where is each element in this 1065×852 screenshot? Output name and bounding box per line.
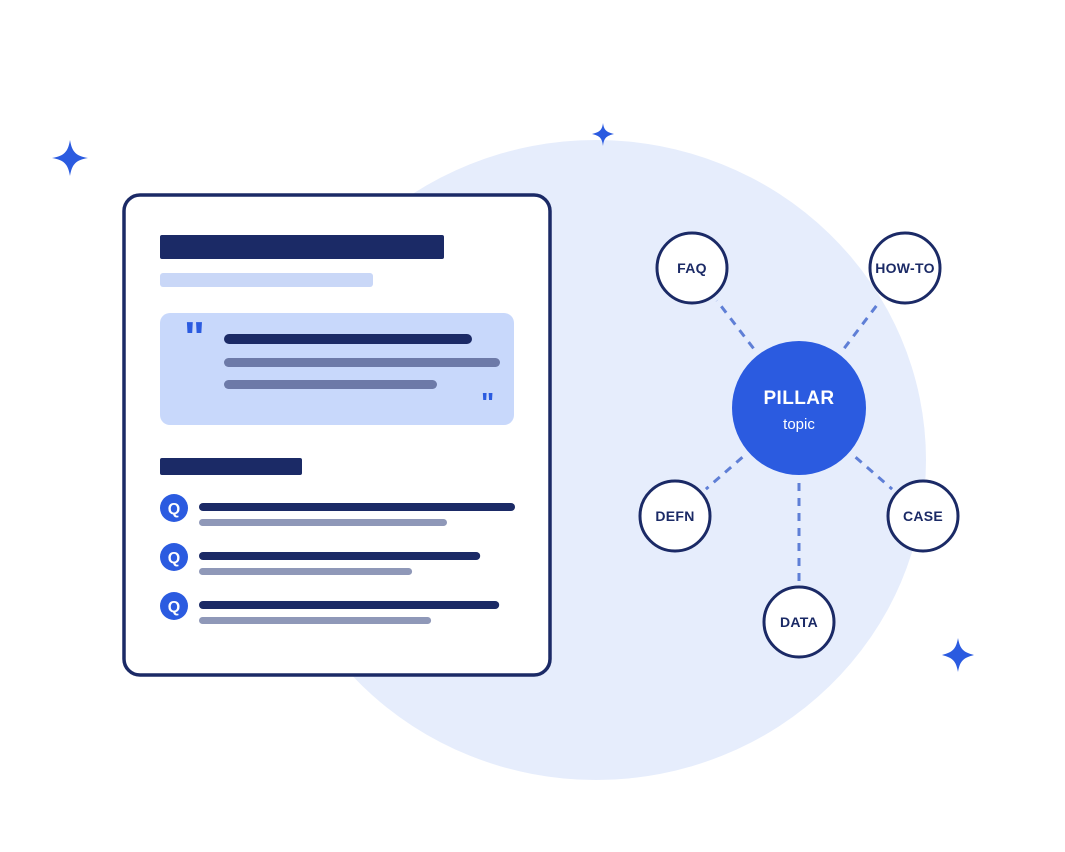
document-card: " " Q Q Q bbox=[122, 193, 552, 677]
node-data[interactable]: DATA bbox=[762, 585, 836, 659]
node-label: DATA bbox=[780, 614, 818, 630]
connector-faq bbox=[715, 299, 755, 350]
node-circle bbox=[886, 479, 960, 553]
node-label: DEFN bbox=[655, 508, 694, 524]
node-case[interactable]: CASE bbox=[886, 479, 960, 553]
node-howto[interactable]: HOW-TO bbox=[868, 231, 942, 305]
faq-answer-line bbox=[199, 519, 447, 526]
faq-answer-line bbox=[199, 617, 432, 624]
faq-row[interactable]: Q bbox=[160, 592, 500, 624]
node-circle bbox=[655, 231, 729, 305]
node-circle bbox=[868, 231, 942, 305]
node-label: HOW-TO bbox=[875, 260, 935, 276]
faq-list: Q Q Q bbox=[160, 494, 515, 624]
sparkle-icon bbox=[942, 638, 974, 672]
faq-question-line bbox=[199, 503, 515, 511]
question-badge-letter: Q bbox=[168, 501, 180, 518]
node-faq[interactable]: FAQ bbox=[655, 231, 729, 305]
connector-howto bbox=[843, 299, 882, 350]
node-circle bbox=[638, 479, 712, 553]
quote-text-line bbox=[224, 358, 500, 367]
node-circle bbox=[762, 585, 836, 659]
sparkle-icon bbox=[592, 123, 614, 146]
faq-question-line bbox=[199, 601, 500, 609]
faq-answer-line bbox=[199, 568, 413, 575]
quote-open-icon: " bbox=[184, 313, 205, 362]
faq-row[interactable]: Q bbox=[160, 494, 515, 526]
node-label: FAQ bbox=[677, 260, 707, 276]
quote-box bbox=[160, 313, 514, 425]
node-defn[interactable]: DEFN bbox=[638, 479, 712, 553]
node-label: CASE bbox=[903, 508, 943, 524]
connector-lines bbox=[704, 299, 894, 581]
pillar-circle bbox=[732, 341, 866, 475]
pillar-subtitle: topic bbox=[783, 416, 815, 433]
question-badge-letter: Q bbox=[168, 599, 180, 616]
question-badge-letter: Q bbox=[168, 550, 180, 567]
pillar-node[interactable]: PILLAR topic bbox=[732, 341, 866, 475]
faq-row[interactable]: Q bbox=[160, 543, 481, 575]
subtopic-nodes: FAQ HOW-TO DEFN CASE DATA bbox=[638, 231, 960, 659]
quote-block: " " bbox=[160, 313, 514, 425]
question-badge-icon bbox=[160, 494, 188, 522]
topic-cluster-map: FAQ HOW-TO DEFN CASE DATA PILLAR topic bbox=[638, 231, 960, 659]
pillar-title: PILLAR bbox=[763, 388, 834, 409]
faq-question-line bbox=[199, 552, 481, 560]
question-badge-icon bbox=[160, 543, 188, 571]
sparkle-icon bbox=[52, 140, 88, 176]
quote-text-line bbox=[224, 334, 472, 344]
document-subtitle-bar bbox=[160, 273, 373, 287]
quote-close-icon: " bbox=[481, 387, 494, 418]
quote-text-line bbox=[224, 380, 437, 389]
question-badge-icon bbox=[160, 592, 188, 620]
faq-section-heading-bar bbox=[160, 458, 302, 475]
document-heading-bar bbox=[160, 235, 444, 259]
